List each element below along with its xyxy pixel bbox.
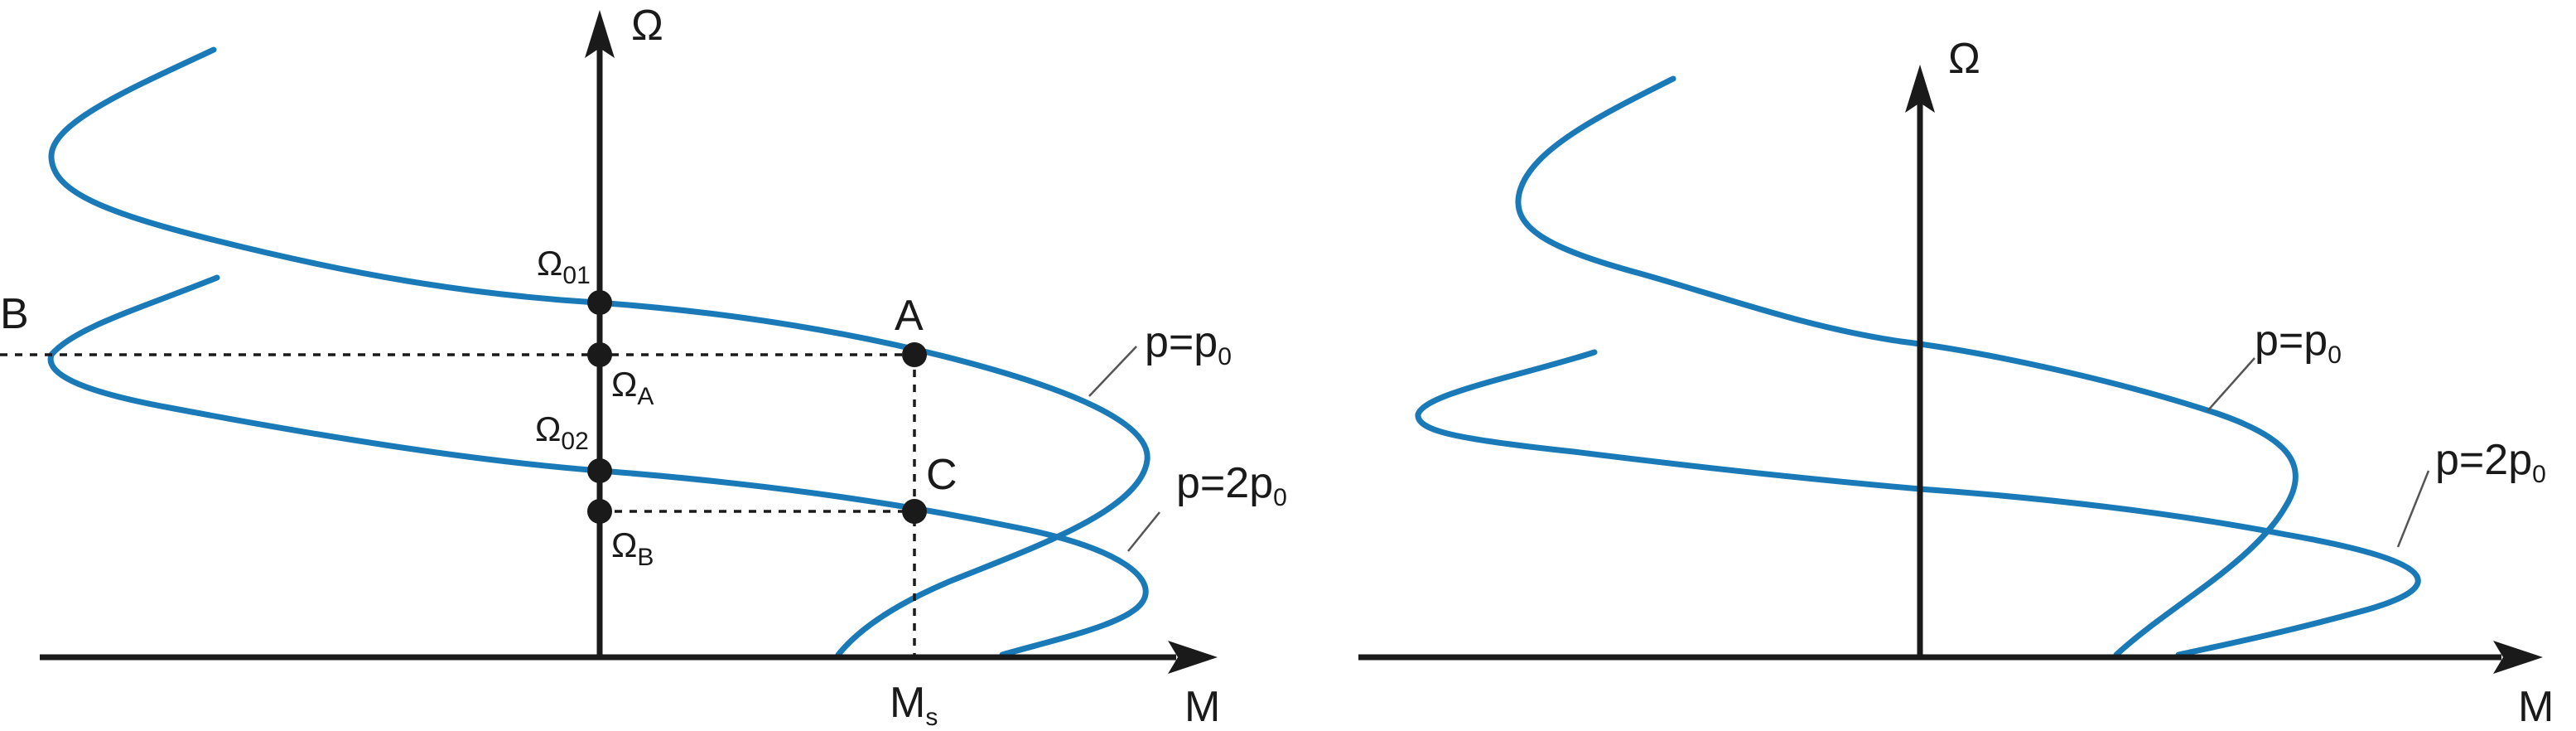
right-diagram: Ω M p=p0 p=2p0 <box>1358 35 2554 731</box>
right-curve-label-p0: p=p0 <box>2255 317 2342 369</box>
point-C <box>902 499 927 524</box>
point-omega02 <box>587 458 612 483</box>
point-omegaB <box>587 499 612 524</box>
label-omegaB: ΩB <box>611 525 654 571</box>
right-leader-2p0 <box>2396 470 2430 548</box>
label-B: B <box>0 290 29 338</box>
right-curve-p0 <box>1515 75 2299 658</box>
left-y-axis-arrowhead <box>585 10 615 58</box>
label-omega02: Ω02 <box>535 409 589 455</box>
label-Ms: Ms <box>890 679 938 731</box>
label-omegaA: ΩA <box>611 365 654 410</box>
right-x-axis-label: M <box>2518 683 2554 731</box>
right-y-axis-arrowhead <box>1905 65 1935 113</box>
point-A <box>902 342 927 367</box>
right-curve-2p0 <box>1415 349 2421 658</box>
right-leader-p0 <box>2207 357 2255 412</box>
point-omegaA <box>587 342 612 367</box>
right-curve-label-2p0: p=2p0 <box>2435 436 2546 488</box>
left-x-axis-label: M <box>1184 683 1220 731</box>
right-x-axis-arrowhead <box>2493 641 2543 674</box>
label-C: C <box>926 451 958 499</box>
left-diagram: Ω M Ω01 ΩA Ω02 ΩB A B C Ms p=p0 p=2p0 <box>0 2 1287 731</box>
right-y-axis-label: Ω <box>1948 35 1980 83</box>
point-omega01 <box>587 290 612 315</box>
left-x-axis-arrowhead <box>1168 641 1218 674</box>
label-omega01: Ω01 <box>537 244 591 289</box>
left-curve-label-2p0: p=2p0 <box>1176 459 1287 511</box>
left-leader-2p0 <box>1127 511 1160 552</box>
label-A: A <box>895 292 924 340</box>
left-y-axis-label: Ω <box>631 2 663 50</box>
left-curve-label-p0: p=p0 <box>1145 318 1232 370</box>
left-leader-p0 <box>1088 346 1137 397</box>
